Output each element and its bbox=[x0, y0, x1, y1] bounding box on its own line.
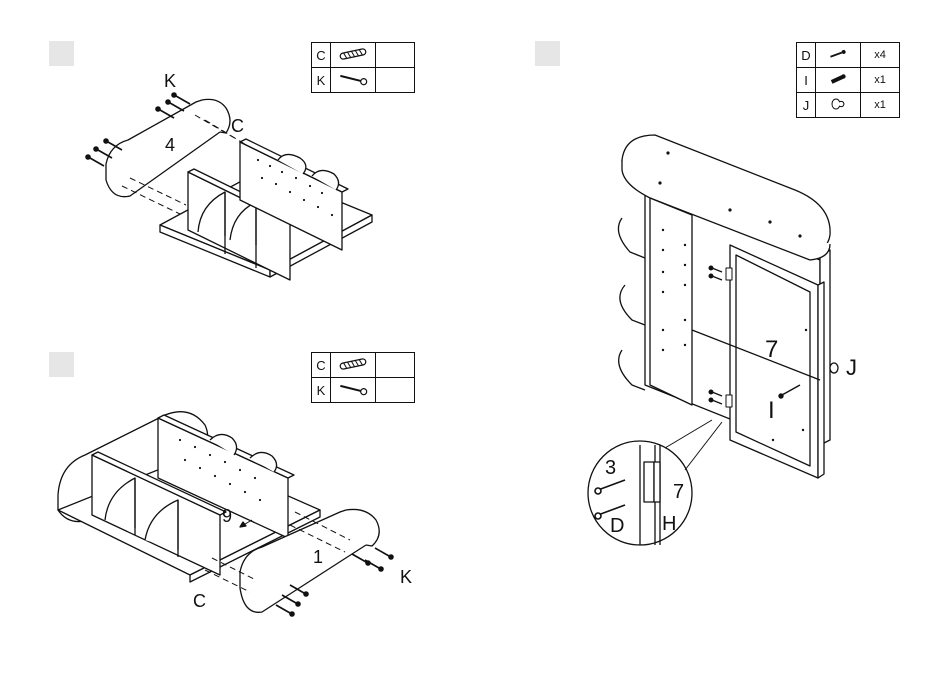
detail-label-door: 7 bbox=[673, 481, 684, 503]
callout-knob-j: J bbox=[846, 355, 857, 380]
callout-panel-9: 9 bbox=[222, 506, 232, 526]
callout-handle-screw-i: I bbox=[768, 397, 775, 424]
detail-label-hinge: 3 bbox=[605, 457, 616, 479]
callout-screw-k: K bbox=[400, 567, 412, 587]
callout-door-7: 7 bbox=[765, 336, 778, 363]
callout-dowel-c: C bbox=[193, 591, 206, 611]
detail-label-screw: D bbox=[610, 515, 624, 537]
step-2-drawing bbox=[58, 412, 379, 613]
detail-label-panel: H bbox=[662, 513, 676, 535]
step-3-drawing bbox=[618, 135, 830, 478]
callout-panel-4: 4 bbox=[165, 135, 175, 155]
callout-panel-1: 1 bbox=[313, 547, 323, 567]
callout-screw-k: K bbox=[164, 71, 176, 91]
callout-dowel-c: C bbox=[231, 116, 244, 136]
